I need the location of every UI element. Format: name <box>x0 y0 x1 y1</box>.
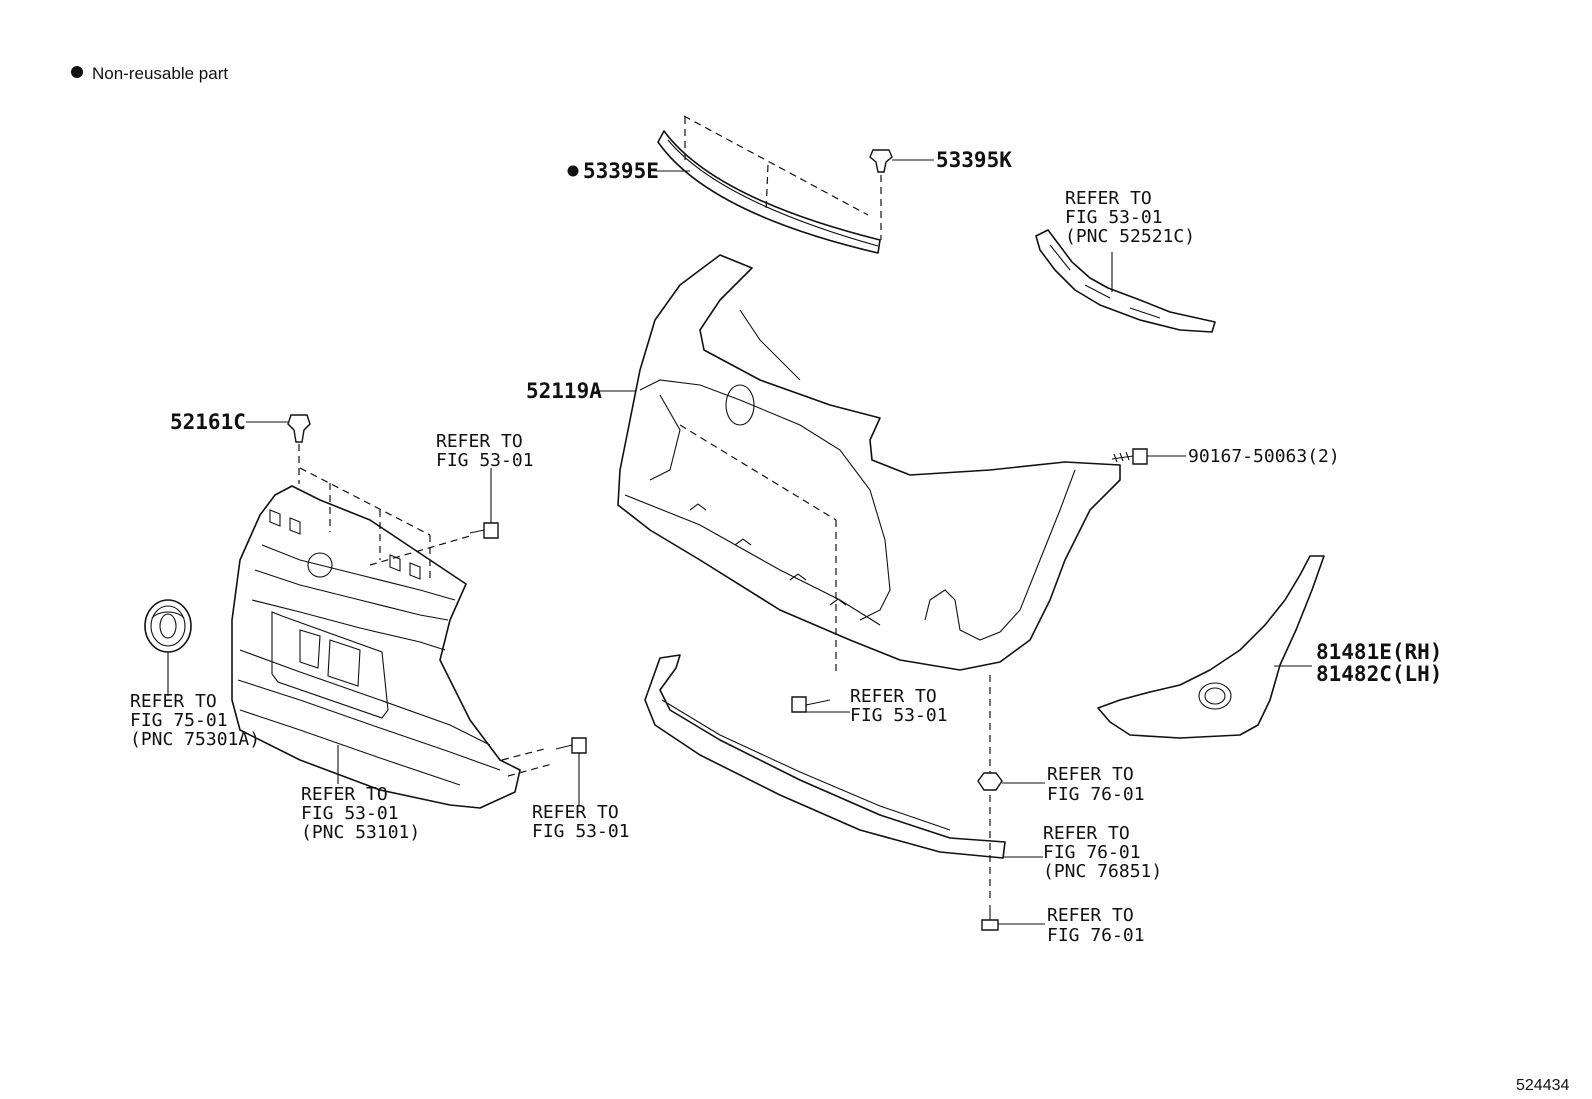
part-number-53395e: 53395E <box>583 159 659 183</box>
ref-clip-76-line1: REFER TO <box>1047 764 1134 785</box>
ref-spoiler: REFER TO FIG 76-01 (PNC 76851) <box>1043 823 1162 882</box>
emblem <box>144 599 192 696</box>
part-number-52119a: 52119A <box>526 379 602 403</box>
screw-center <box>791 696 850 713</box>
ref-spoiler-line2: FIG 76-01 <box>1043 842 1141 863</box>
ref-bracket-line2: FIG 53-01 <box>1065 207 1163 228</box>
ref-screw-76: REFER TO FIG 76-01 <box>1047 905 1145 946</box>
part-number-90167: 90167-50063(2) <box>1188 446 1340 467</box>
ref-spoiler-line1: REFER TO <box>1043 823 1130 844</box>
figure-number: 524434 <box>1516 1077 1569 1094</box>
ref-screw-center-line1: REFER TO <box>850 686 937 707</box>
ref-grille-line2: FIG 53-01 <box>301 803 399 824</box>
ref-emblem-line3: (PNC 75301A) <box>130 729 260 750</box>
ref-screw-center-line2: FIG 53-01 <box>850 705 948 726</box>
non-reusable-bullet-icon <box>71 66 83 78</box>
screw-grille-upper <box>469 468 499 539</box>
ref-emblem-line1: REFER TO <box>130 691 217 712</box>
ref-screw-grille-line2: FIG 53-01 <box>436 450 534 471</box>
upper-seal-53395e <box>656 115 881 254</box>
ref-screw-76-line2: FIG 76-01 <box>1047 925 1145 946</box>
radiator-grille <box>231 467 553 809</box>
ref-clip-76-line2: FIG 76-01 <box>1047 784 1145 805</box>
ref-bracket: REFER TO FIG 53-01 (PNC 52521C) <box>1065 188 1195 247</box>
ref-screw-76-line1: REFER TO <box>1047 905 1134 926</box>
clip-76 <box>977 772 1045 791</box>
side-bracket <box>1035 229 1216 333</box>
legend-text: Non-reusable part <box>92 64 228 83</box>
part-number-53395k: 53395K <box>936 148 1012 172</box>
part-number-52161c: 52161C <box>170 410 246 434</box>
ref-screw-grille-low-line1: REFER TO <box>532 802 619 823</box>
fog-lamp-cover: 81481E(RH) 81482C(LH) <box>1097 555 1442 739</box>
ref-screw-center: REFER TO FIG 53-01 <box>850 686 948 726</box>
clip-53395k: 53395K <box>869 148 1012 240</box>
screw-grille-lower <box>555 737 587 805</box>
screw-90167: 90167-50063(2) <box>1111 446 1340 467</box>
ref-screw-grille-low: REFER TO FIG 53-01 <box>532 802 630 842</box>
ref-screw-grille-line1: REFER TO <box>436 431 523 452</box>
ref-grille: REFER TO FIG 53-01 (PNC 53101) <box>301 784 420 843</box>
ref-emblem: REFER TO FIG 75-01 (PNC 75301A) <box>130 691 260 750</box>
part-number-81482c: 81482C(LH) <box>1316 662 1442 686</box>
clip-52161c: 52161C <box>170 410 311 484</box>
ref-grille-line3: (PNC 53101) <box>301 822 420 843</box>
legend: Non-reusable part <box>71 64 228 83</box>
ref-bracket-line1: REFER TO <box>1065 188 1152 209</box>
ref-grille-line1: REFER TO <box>301 784 388 805</box>
lower-spoiler <box>644 654 1043 900</box>
non-reusable-mark-icon <box>567 165 579 177</box>
ref-screw-grille-low-line2: FIG 53-01 <box>532 821 630 842</box>
bumper-cover-52119a: 52119A <box>526 254 1121 675</box>
callout-53395e: 53395E <box>567 159 659 183</box>
ref-emblem-line2: FIG 75-01 <box>130 710 228 731</box>
ref-spoiler-line3: (PNC 76851) <box>1043 861 1162 882</box>
ref-clip-76: REFER TO FIG 76-01 <box>1047 764 1145 805</box>
screw-76 <box>981 905 1045 931</box>
part-number-81481e: 81481E(RH) <box>1316 640 1442 664</box>
ref-screw-grille: REFER TO FIG 53-01 <box>436 431 534 471</box>
ref-bracket-line3: (PNC 52521C) <box>1065 226 1195 247</box>
